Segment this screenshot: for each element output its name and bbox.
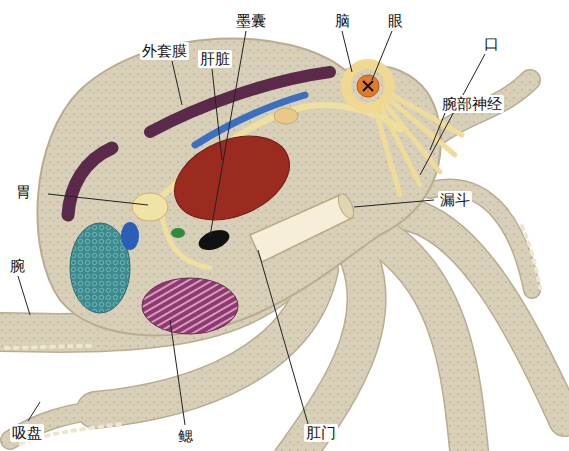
part-label: 外套膜 bbox=[140, 42, 189, 60]
part-label: 吸盘 bbox=[10, 424, 44, 442]
organs bbox=[68, 72, 400, 334]
part-label: 胃 bbox=[14, 183, 33, 201]
part-label: 脑 bbox=[333, 12, 352, 30]
part-label: 墨囊 bbox=[234, 12, 268, 30]
leader-lines bbox=[18, 31, 485, 425]
part-label: 腕 bbox=[8, 257, 27, 275]
part-label: 肝脏 bbox=[198, 50, 232, 68]
part-label: 漏斗 bbox=[438, 191, 472, 209]
part-label: 腕部神经 bbox=[440, 95, 504, 113]
mantle bbox=[37, 38, 440, 335]
part-label: 眼 bbox=[386, 12, 405, 30]
part-label: 口 bbox=[482, 35, 501, 53]
part-label: 鳃 bbox=[176, 427, 195, 445]
part-label: 肛门 bbox=[304, 424, 338, 442]
